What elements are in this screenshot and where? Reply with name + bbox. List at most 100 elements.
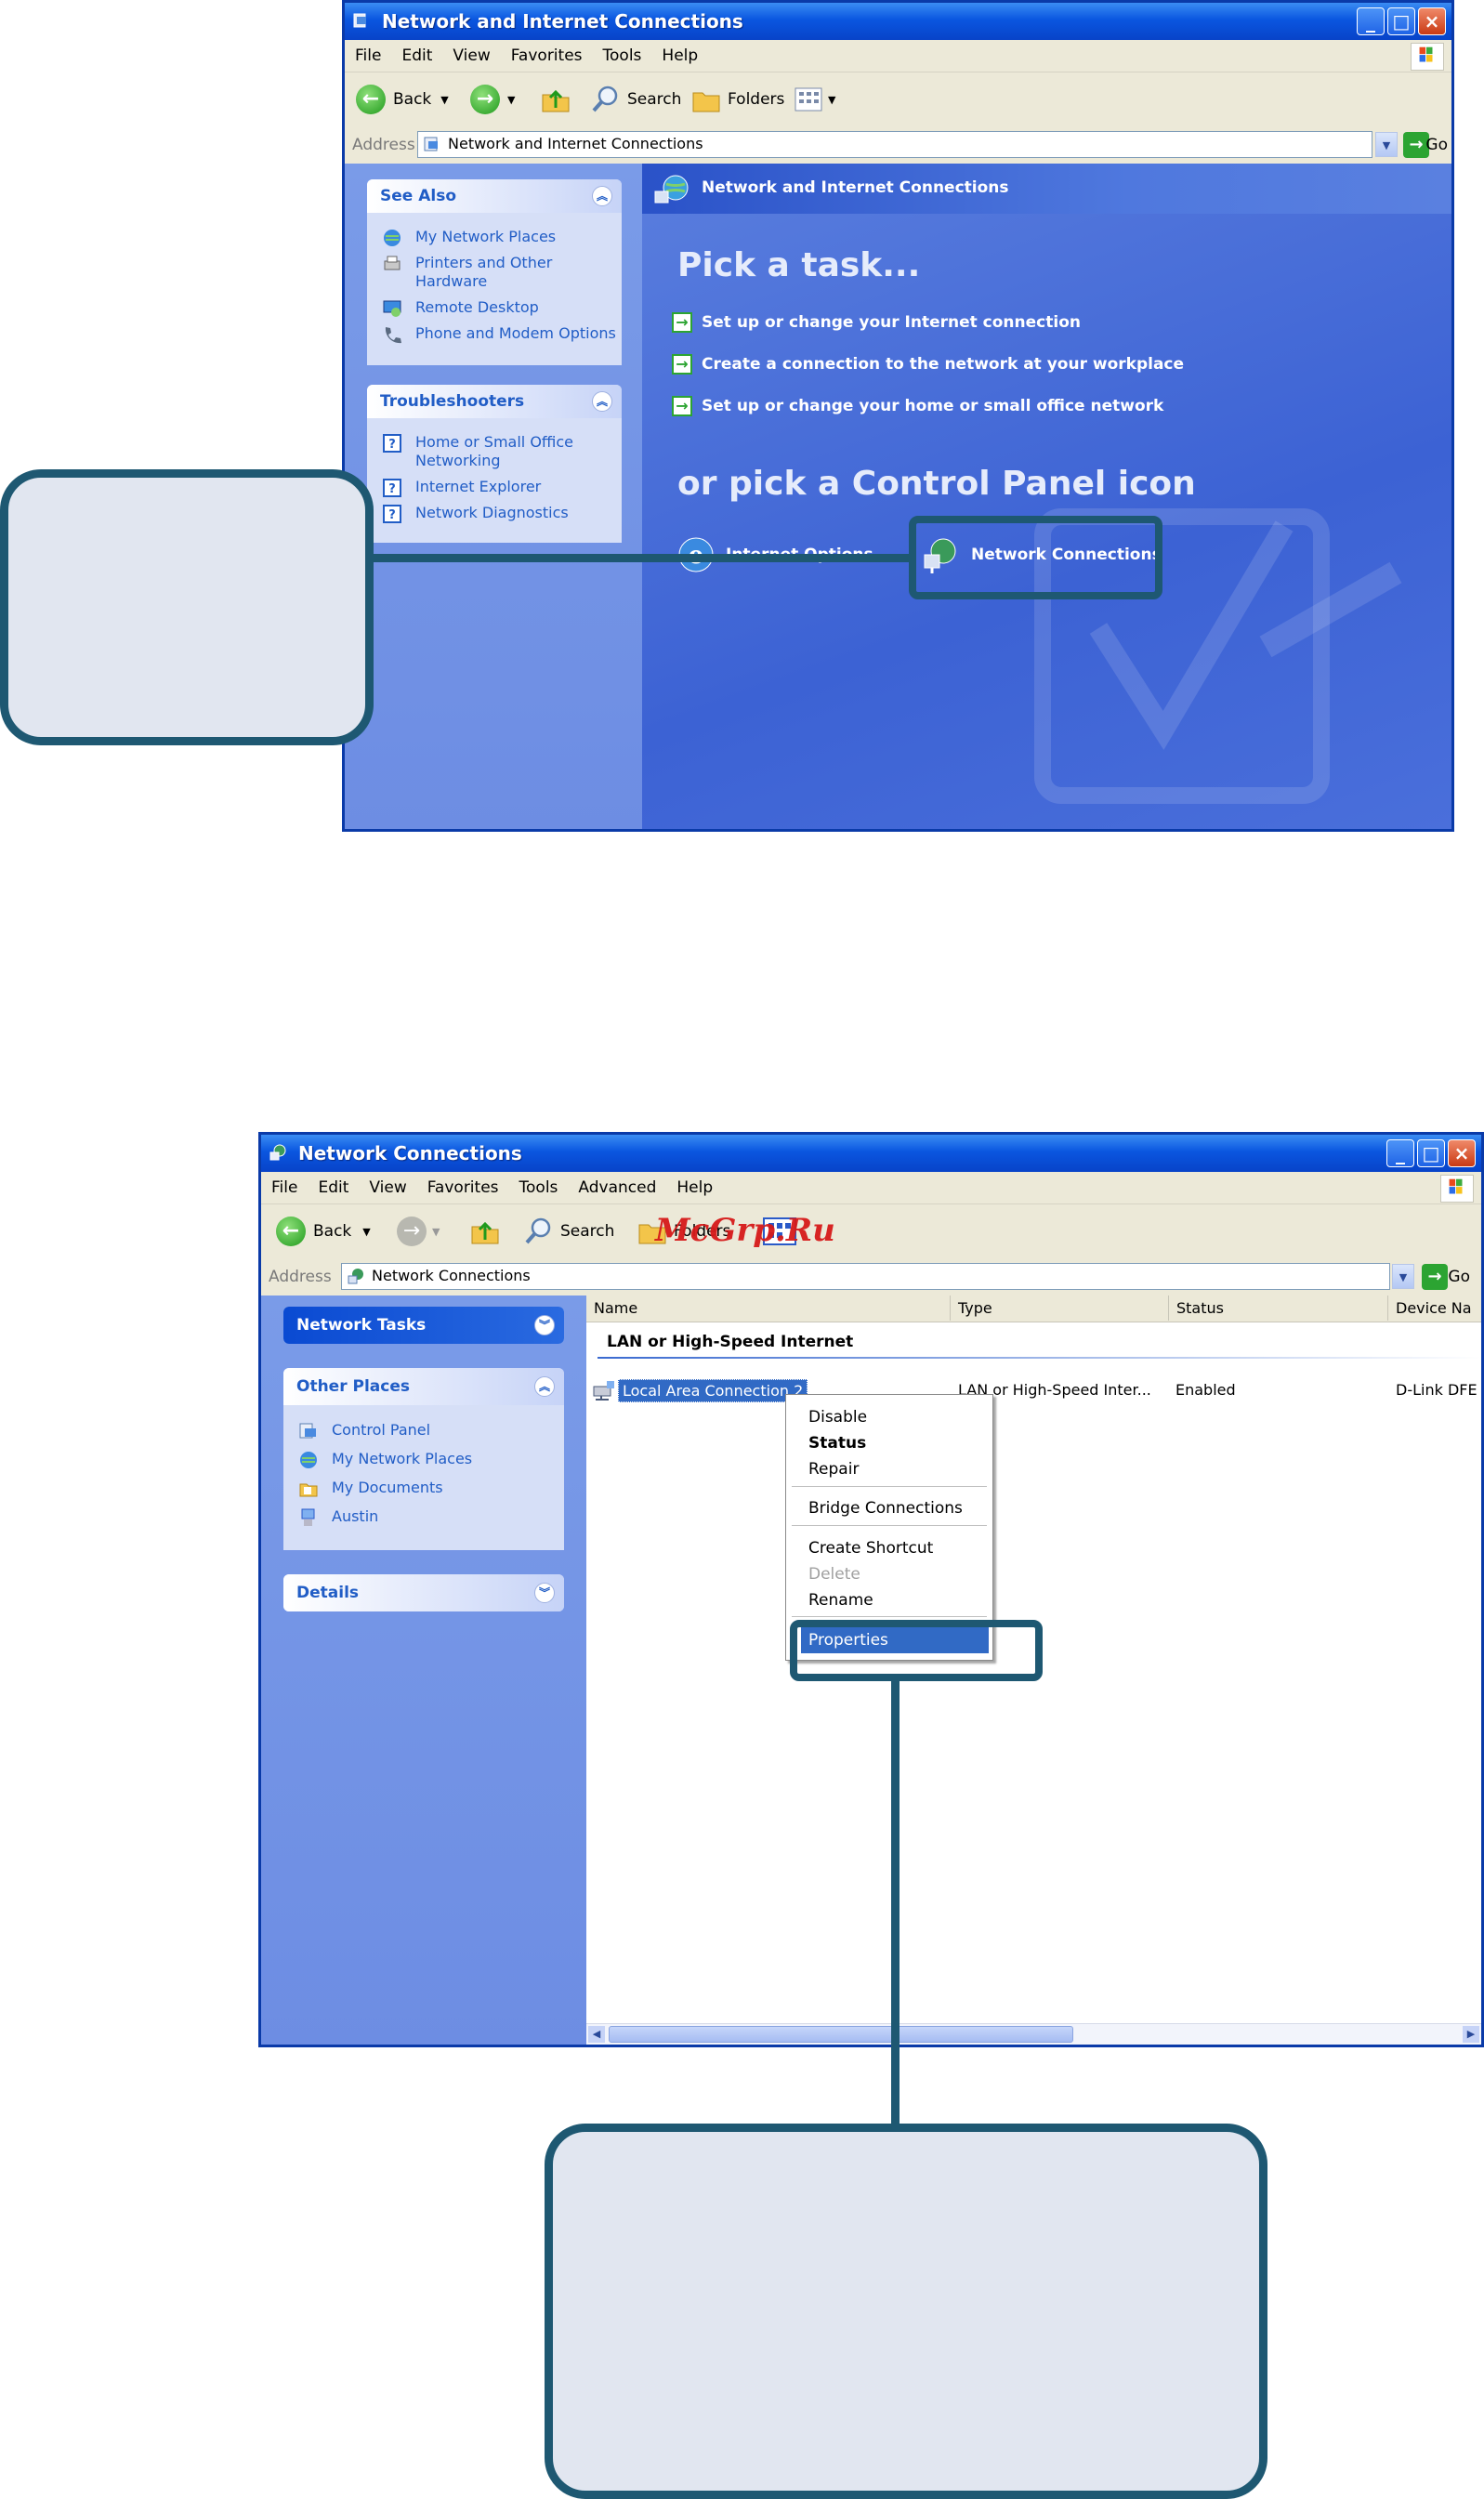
minimize-button[interactable]: _ (1357, 7, 1385, 35)
address-input[interactable]: Network Connections (341, 1263, 1390, 1290)
windows-logo-icon (1411, 43, 1444, 71)
network-tasks-header[interactable]: Network Tasks ︾ (283, 1307, 564, 1344)
window-title: Network and Internet Connections (382, 10, 743, 33)
menu-view[interactable]: View (369, 1178, 407, 1197)
horizontal-scrollbar[interactable]: ◀ ▶ (586, 2023, 1481, 2045)
menu-tools[interactable]: Tools (602, 46, 642, 65)
forward-button[interactable]: → ▼ (397, 1214, 440, 1249)
title-bar[interactable]: Network Connections _ □ × (261, 1135, 1481, 1172)
see-also-header[interactable]: See Also ︽ (367, 179, 622, 213)
expand-chevron-icon[interactable]: ︾ (534, 1315, 555, 1335)
troubleshooter-item-home-network[interactable]: ? Home or Small Office Networking (367, 433, 622, 470)
maximize-button[interactable]: □ (1417, 1139, 1445, 1167)
menu-advanced[interactable]: Advanced (578, 1178, 657, 1197)
menu-item-create-shortcut[interactable]: Create Shortcut (808, 1539, 934, 1558)
other-places-header[interactable]: Other Places ︽ (283, 1368, 564, 1405)
details-header[interactable]: Details ︾ (283, 1574, 564, 1611)
go-label[interactable]: Go (1448, 1268, 1470, 1286)
other-places-item-my-documents[interactable]: My Documents (283, 1479, 564, 1497)
network-internet-window: Network and Internet Connections _ □ × F… (342, 0, 1454, 832)
menu-favorites[interactable]: Favorites (510, 46, 583, 65)
task-label: Set up or change your home or small offi… (702, 397, 1164, 415)
see-also-item-my-network-places[interactable]: My Network Places (367, 228, 622, 246)
views-button[interactable] (761, 1214, 798, 1249)
search-button[interactable]: Search (590, 82, 681, 117)
menu-item-repair[interactable]: Repair (808, 1460, 860, 1479)
scroll-thumb[interactable] (609, 2026, 1073, 2043)
task-workplace-connection[interactable]: → Create a connection to the network at … (672, 354, 1184, 375)
collapse-chevron-icon[interactable]: ︽ (592, 186, 612, 206)
forward-button[interactable]: → ▼ (470, 82, 515, 117)
menu-view[interactable]: View (453, 46, 491, 65)
menu-help[interactable]: Help (662, 46, 699, 65)
title-bar[interactable]: Network and Internet Connections _ □ × (345, 3, 1451, 40)
collapse-chevron-icon[interactable]: ︽ (534, 1376, 555, 1397)
folders-button[interactable]: Folders (690, 82, 784, 117)
network-connections-item[interactable]: Network Connections (921, 534, 1162, 575)
troubleshooter-item-internet-explorer[interactable]: ? Internet Explorer (367, 478, 622, 497)
menu-tools[interactable]: Tools (519, 1178, 558, 1197)
folders-label: Folders (728, 90, 785, 109)
go-label[interactable]: Go (1425, 136, 1448, 154)
row-name[interactable]: Local Area Connection 2 (618, 1379, 808, 1402)
troubleshooter-label: Home or Small Office Networking (415, 433, 574, 469)
menu-file[interactable]: File (355, 46, 382, 65)
address-dropdown-button[interactable]: ▼ (1375, 132, 1398, 157)
back-button[interactable]: ← Back ▼ (356, 82, 449, 117)
callout-connector-line (891, 1679, 900, 2133)
menu-item-disable[interactable]: Disable (808, 1408, 868, 1427)
column-header-device[interactable]: Device Na (1396, 1299, 1472, 1317)
group-divider (598, 1357, 1481, 1359)
address-dropdown-button[interactable]: ▼ (1392, 1264, 1414, 1289)
up-folder-button[interactable] (540, 82, 571, 117)
up-folder-button[interactable] (469, 1214, 501, 1249)
minimize-button[interactable]: _ (1386, 1139, 1414, 1167)
menu-item-status[interactable]: Status (808, 1434, 867, 1453)
table-row[interactable]: Local Area Connection 2 LAN or High-Spee… (586, 1377, 1481, 1405)
callout-connector-line (367, 554, 915, 562)
see-also-item-phone-modem[interactable]: Phone and Modem Options (367, 324, 622, 344)
up-folder-icon (542, 89, 570, 112)
search-button[interactable]: Search (523, 1214, 614, 1249)
back-button[interactable]: ← Back ▼ (276, 1214, 371, 1249)
column-header-status[interactable]: Status (1169, 1296, 1388, 1321)
menu-item-rename[interactable]: Rename (808, 1591, 873, 1610)
folders-button[interactable]: Folders (637, 1214, 730, 1249)
task-internet-connection[interactable]: → Set up or change your Internet connect… (672, 312, 1081, 333)
pick-icon-heading: or pick a Control Panel icon (677, 465, 1196, 503)
column-header-type[interactable]: Type (951, 1296, 1169, 1321)
menu-edit[interactable]: Edit (318, 1178, 349, 1197)
remote-desktop-icon (383, 300, 401, 317)
menu-help[interactable]: Help (676, 1178, 714, 1197)
scroll-right-arrow-icon[interactable]: ▶ (1463, 2026, 1479, 2043)
close-button[interactable]: × (1448, 1139, 1476, 1167)
menu-favorites[interactable]: Favorites (427, 1178, 499, 1197)
views-button[interactable]: ▼ (793, 82, 835, 117)
go-arrow-icon[interactable]: → (1403, 132, 1429, 158)
maximize-button[interactable]: □ (1387, 7, 1415, 35)
see-also-item-printers[interactable]: Printers and Other Hardware (367, 254, 622, 291)
search-label: Search (560, 1222, 615, 1241)
menu-edit[interactable]: Edit (401, 46, 433, 65)
column-header-name[interactable]: Name (586, 1296, 951, 1321)
other-places-item-control-panel[interactable]: Control Panel (283, 1421, 564, 1440)
menu-bar: File Edit View Favorites Tools Advanced Help (261, 1172, 1481, 1204)
other-places-item-my-network-places[interactable]: My Network Places (283, 1450, 564, 1468)
task-home-network[interactable]: → Set up or change your home or small of… (672, 396, 1163, 416)
scroll-left-arrow-icon[interactable]: ◀ (588, 2026, 605, 2043)
troubleshooter-item-network-diagnostics[interactable]: ? Network Diagnostics (367, 504, 622, 523)
column-headers: Name Type Status Device Na (586, 1296, 1481, 1322)
see-also-item-remote-desktop[interactable]: Remote Desktop (367, 298, 622, 317)
menu-item-bridge-connections[interactable]: Bridge Connections (808, 1499, 963, 1518)
expand-chevron-icon[interactable]: ︾ (534, 1583, 555, 1603)
menu-item-properties[interactable]: Properties (801, 1627, 989, 1653)
address-input[interactable]: Network and Internet Connections (417, 131, 1372, 158)
troubleshooters-header[interactable]: Troubleshooters ︽ (367, 385, 622, 418)
collapse-chevron-icon[interactable]: ︽ (592, 391, 612, 412)
close-button[interactable]: × (1418, 7, 1446, 35)
menu-file[interactable]: File (271, 1178, 298, 1197)
other-places-item-austin[interactable]: Austin (283, 1507, 564, 1526)
see-also-label: Remote Desktop (415, 298, 539, 316)
go-arrow-icon[interactable]: → (1422, 1264, 1448, 1290)
content-header-title: Network and Internet Connections (702, 178, 1009, 197)
